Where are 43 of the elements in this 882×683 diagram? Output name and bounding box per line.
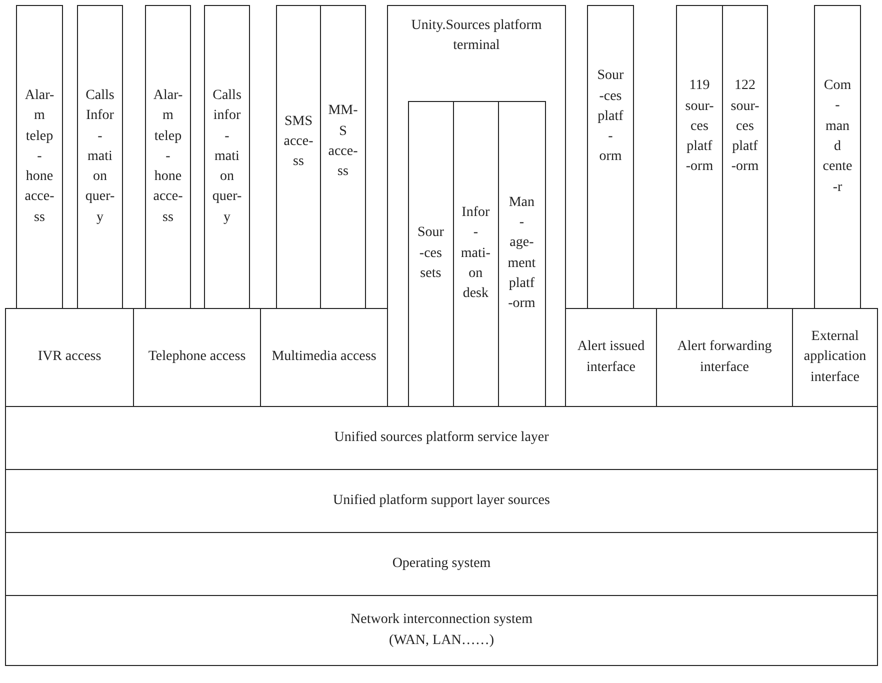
module-box [498,100,546,407]
interface-box [5,308,134,407]
module-box [320,5,366,309]
box-label: Multimedia access [272,348,376,366]
box-label: Operating system [392,554,491,573]
layer-box [5,595,878,666]
module-box [676,5,723,309]
box-label: Alar- m telep - hone acce- ss [24,86,54,227]
box-label: SMS acce- ss [284,112,314,172]
box-label: Sour -ces platf -orm [597,67,624,166]
interface-box [792,308,878,407]
box-label: Unity.Sources platform terminal [410,17,543,56]
layer-box [5,532,878,596]
box-label: Infor - mati- on desk [460,204,490,304]
box-label: Man -age- ment platf -orm [508,194,536,314]
layer-box [5,469,878,533]
box-label: Unified sources platform service layer [334,428,549,447]
box-label: Unified platform support layer sources [333,492,550,510]
module-box [587,5,634,309]
box-label: Telephone access [148,348,246,366]
box-label: Calls Infor - mati on quer- y [85,86,115,227]
box-label: 119 sour- ces platf -orm [685,77,714,176]
module-box [408,100,454,407]
module-box [145,5,191,309]
module-box [16,5,63,309]
box-label: Alar- m telep - hone acce- ss [153,86,183,227]
module-box [77,5,123,309]
box-label: Network interconnection system (WAN, LAN……) [350,611,534,650]
box-label: 122 sour- ces platf -orm [730,77,760,176]
layer-box [5,406,878,470]
box-label: Sour -ces sets [417,224,444,283]
box-label: MM- S acce- ss [328,102,358,182]
box-label: Alert issued interface [576,338,646,376]
module-box [722,5,768,309]
box-label: IVR access [38,348,102,366]
module-box [814,5,861,309]
box-label: Alert forwarding interface [676,338,773,376]
terminal-panel [387,5,566,407]
box-label: Calls infor - mati on quer- y [212,86,242,227]
module-box [204,5,250,309]
box-label: Com - man d cente -r [822,77,852,197]
module-box [276,5,321,309]
box-label: External application interface [802,328,868,387]
